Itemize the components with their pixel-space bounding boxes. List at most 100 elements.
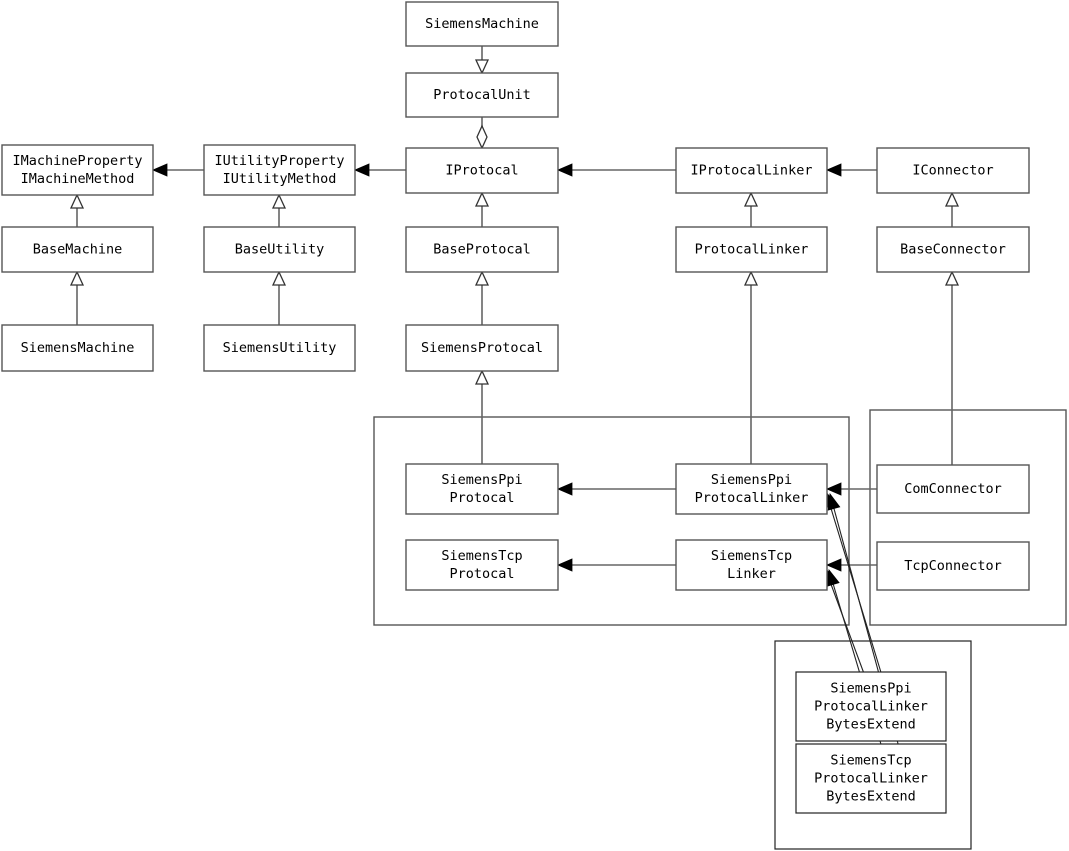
e-comconnector-siemensppilinker-arrowhead [825, 482, 842, 496]
class-box-siemens-machine-top[interactable]: SiemensMachine [405, 1, 559, 47]
imachine-property-label-line-1: IMachineMethod [21, 171, 135, 187]
siemens-machine-rect[interactable] [1, 324, 154, 372]
class-box-tcp-connector[interactable]: TcpConnector [876, 541, 1030, 591]
siemens-ppi-bytes-extend-rect[interactable] [795, 671, 947, 742]
base-protocal-rect[interactable] [405, 226, 559, 273]
class-box-siemens-utility[interactable]: SiemensUtility [203, 324, 356, 372]
siemens-tcp-bytes-extend-label-line-1: ProtocalLinker [814, 771, 928, 787]
group-siemens-implementations [373, 416, 850, 626]
e-baseconnector-iconnector-arrowhead [944, 191, 960, 207]
iutility-property-rect[interactable] [203, 144, 356, 196]
e-tcpbytesextend-siemenstcplinker-arrowhead [827, 568, 840, 587]
e-basemachine-imachine-arrowhead [69, 193, 85, 209]
e-siemensppilinker-siemensppiprotocal-arrowhead [556, 482, 573, 496]
class-box-base-connector[interactable]: BaseConnector [876, 226, 1030, 273]
siemens-utility-rect[interactable] [203, 324, 356, 372]
siemens-tcp-protocal-label-line-0: SiemensTcp [441, 548, 522, 564]
iconnector-rect[interactable] [876, 147, 1030, 194]
e-siemensmachine-protocalunit-arrowhead [474, 59, 490, 75]
relationships-layer [69, 46, 960, 752]
siemens-machine-top-label-line-0: SiemensMachine [425, 16, 539, 32]
iprotocal-linker-label-line-0: IProtocalLinker [691, 163, 813, 179]
base-protocal-label-line-0: BaseProtocal [433, 242, 531, 258]
siemens-tcp-bytes-extend-rect[interactable] [795, 743, 947, 814]
e-iprotocal-iutility-arrowhead [353, 163, 370, 177]
siemens-utility-label-line-0: SiemensUtility [223, 340, 337, 356]
e-siemensprotocal-baseprotocal-arrowhead [474, 270, 490, 286]
class-box-siemens-protocal[interactable]: SiemensProtocal [405, 324, 559, 372]
protocal-linker-rect[interactable] [675, 226, 828, 273]
siemens-ppi-bytes-extend-label-line-1: ProtocalLinker [814, 699, 928, 715]
class-nodes-layer: SiemensMachineProtocalUnitIMachineProper… [1, 1, 1030, 814]
e-protocallinker-iprotocallinker-arrowhead [743, 191, 759, 207]
siemens-machine-label-line-0: SiemensMachine [21, 340, 135, 356]
e-iconnector-iprotocallinker-arrowhead [825, 163, 842, 177]
class-box-iprotocal-linker[interactable]: IProtocalLinker [675, 147, 828, 194]
class-box-com-connector[interactable]: ComConnector [876, 464, 1030, 514]
siemens-ppi-protocal-label-line-0: SiemensPpi [441, 472, 522, 488]
group-bytes-extend [774, 640, 972, 850]
e-siemensppiprotocal-siemensprotocal-arrowhead [474, 369, 490, 385]
e-siemensmachine-basemachine-arrowhead [69, 270, 85, 286]
class-box-iconnector[interactable]: IConnector [876, 147, 1030, 194]
iutility-property-label-line-1: IUtilityMethod [223, 171, 337, 187]
iutility-property-label-line-0: IUtilityProperty [214, 153, 344, 169]
class-box-base-protocal[interactable]: BaseProtocal [405, 226, 559, 273]
siemens-ppi-protocal-label-line-1: Protocal [449, 490, 514, 506]
protocal-linker-label-line-0: ProtocalLinker [695, 242, 809, 258]
e-protocalunit-iprotocal-arrowhead [476, 124, 488, 150]
siemens-ppi-bytes-extend-label-line-0: SiemensPpi [830, 681, 911, 697]
siemens-machine-top-rect[interactable] [405, 1, 559, 47]
iconnector-label-line-0: IConnector [912, 163, 993, 179]
tcp-connector-rect[interactable] [876, 541, 1030, 591]
iprotocal-label-line-0: IProtocal [445, 163, 518, 179]
imachine-property-label-line-0: IMachineProperty [12, 153, 142, 169]
e-siemensppilinker-protocallinker-arrowhead [743, 270, 759, 286]
e-siemensutility-baseutility-arrowhead [271, 270, 287, 286]
tcp-connector-label-line-0: TcpConnector [904, 558, 1002, 574]
siemens-tcp-protocal-rect[interactable] [405, 539, 559, 591]
siemens-ppi-protocal-linker-rect[interactable] [675, 463, 828, 515]
siemens-ppi-bytes-extend-label-line-2: BytesExtend [826, 717, 915, 733]
iprotocal-linker-rect[interactable] [675, 147, 828, 194]
siemens-tcp-linker-label-line-0: SiemensTcp [711, 548, 792, 564]
class-box-protocal-linker[interactable]: ProtocalLinker [675, 226, 828, 273]
siemens-tcp-protocal-label-line-1: Protocal [449, 566, 514, 582]
com-connector-rect[interactable] [876, 464, 1030, 514]
base-machine-rect[interactable] [1, 226, 154, 273]
siemens-tcp-linker-label-line-1: Linker [727, 566, 776, 582]
class-box-siemens-machine[interactable]: SiemensMachine [1, 324, 154, 372]
class-box-base-utility[interactable]: BaseUtility [203, 226, 356, 273]
class-box-iprotocal[interactable]: IProtocal [405, 147, 559, 194]
protocal-unit-label-line-0: ProtocalUnit [433, 87, 531, 103]
base-utility-rect[interactable] [203, 226, 356, 273]
siemens-tcp-bytes-extend-label-line-0: SiemensTcp [830, 753, 911, 769]
base-connector-label-line-0: BaseConnector [900, 242, 1006, 258]
siemens-ppi-protocal-rect[interactable] [405, 463, 559, 515]
iprotocal-rect[interactable] [405, 147, 559, 194]
siemens-protocal-label-line-0: SiemensProtocal [421, 340, 543, 356]
imachine-property-rect[interactable] [1, 144, 154, 196]
protocal-unit-rect[interactable] [405, 72, 559, 118]
class-box-protocal-unit[interactable]: ProtocalUnit [405, 72, 559, 118]
siemens-tcp-linker-rect[interactable] [675, 539, 828, 591]
siemens-ppi-protocal-linker-label-line-1: ProtocalLinker [695, 490, 809, 506]
group-containers-layer [373, 409, 1067, 850]
group-connectors [869, 409, 1067, 626]
class-box-base-machine[interactable]: BaseMachine [1, 226, 154, 273]
siemens-protocal-rect[interactable] [405, 324, 559, 372]
e-iprotocallinker-iprotocal-arrowhead [556, 163, 573, 177]
base-connector-rect[interactable] [876, 226, 1030, 273]
siemens-tcp-bytes-extend-label-line-2: BytesExtend [826, 789, 915, 805]
base-machine-label-line-0: BaseMachine [33, 242, 122, 258]
